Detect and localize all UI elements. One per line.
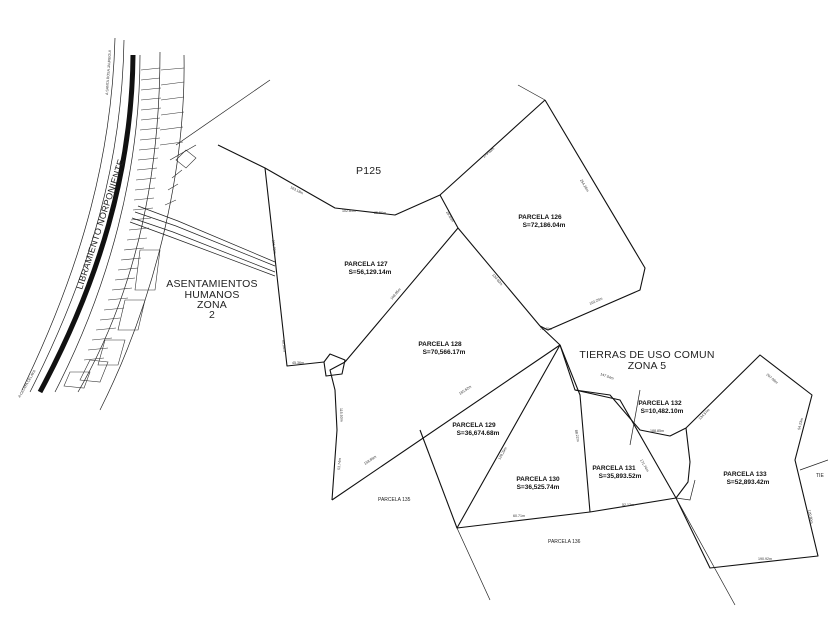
parcel-126-area: S=72,186.04m — [523, 222, 566, 229]
dim-label: 54.23m — [797, 418, 804, 431]
parcel-132-area: S=10,482.10m — [641, 408, 684, 415]
dim-label: 163.18m — [290, 185, 304, 195]
dim-label: 108.85m — [390, 287, 402, 300]
asentamientos-label-line2: HUMANOS — [184, 289, 239, 301]
dim-label: 78.40m — [540, 327, 552, 331]
parcel-128-area: S=70,566.17m — [423, 349, 466, 356]
tierras-label-line2: ZONA 5 — [628, 360, 667, 372]
dim-label: 85.56m — [374, 211, 386, 215]
parcel-133-name: PARCELA 133 — [723, 471, 767, 478]
dim-label: 88.22m — [574, 429, 580, 442]
dim-label: 45.36m — [292, 361, 304, 365]
parcel-130-area: S=36,525.74m — [517, 484, 560, 491]
dim-label: 102.25m — [589, 297, 603, 306]
parcela-135-label: PARCELA 135 — [378, 497, 411, 503]
parcel-130-name: PARCELA 130 — [516, 476, 560, 483]
dim-label: 147.04m — [600, 372, 615, 381]
dim-label: 171.74m — [639, 459, 649, 473]
parcel-133-area: S=52,893.42m — [727, 479, 770, 486]
dim-label: 115.50m — [339, 408, 343, 422]
p125-label: P125 — [356, 165, 381, 177]
dim-label: 190.92m — [758, 557, 772, 561]
dim-label: 179.60m — [482, 147, 495, 159]
urban-lot-grid — [63, 67, 197, 389]
parcel-127-name: PARCELA 127 — [344, 261, 388, 268]
parcela-136-label: PARCELA 136 — [548, 539, 581, 545]
asentamientos-label-line3: ZONA — [197, 299, 227, 311]
zone-labels: LIBRAMIENTO NORPONIENTE A SANTA ROSA JAU… — [17, 50, 824, 545]
parcel-129-area: S=36,674.68m — [457, 430, 500, 437]
highway-corridor — [21, 37, 276, 411]
parcel-boundaries — [217, 84, 828, 606]
parcel-131-area: S=35,893.52m — [599, 473, 642, 480]
dim-label: 53.74m — [337, 458, 342, 470]
dim-label: 221.92m — [271, 240, 277, 254]
dim-label: 52.13m — [622, 503, 634, 507]
dim-label: 60.71m — [513, 514, 525, 518]
parcel-127-area: S=56,129.14m — [349, 269, 392, 276]
dim-label: 188.85m — [650, 429, 664, 433]
parcel-131-name: PARCELA 131 — [592, 465, 636, 472]
dim-label: 28.85m — [445, 211, 454, 223]
dim-label: 165.62m — [458, 385, 472, 396]
parcel-labels: PARCELA 127 S=56,129.14m PARCELA 126 S=7… — [344, 214, 769, 491]
dim-label: 120.80m — [807, 509, 814, 524]
parcel-129-name: PARCELA 129 — [452, 422, 496, 429]
dim-label: 254.26m — [579, 179, 589, 193]
dim-label: 128.29m — [497, 446, 507, 460]
road-direction-top: A SANTA ROSA JAUREGUI — [105, 50, 112, 95]
tierras-label-line1: TIERRAS DE USO COMUN — [579, 349, 714, 361]
dim-label: 102.81m — [342, 209, 356, 213]
asentamientos-label-line4: 2 — [209, 309, 215, 321]
parcel-132-name: PARCELA 132 — [638, 400, 682, 407]
dim-label: 99.98m — [281, 340, 286, 352]
parcel-128-name: PARCELA 128 — [418, 341, 462, 348]
asentamientos-label-line1: ASENTAMIENTOS — [166, 278, 257, 290]
road-label: LIBRAMIENTO NORPONIENTE — [74, 158, 126, 291]
edge-cut-label: TIE — [816, 473, 824, 479]
parcel-126-name: PARCELA 126 — [518, 214, 562, 221]
dim-label: 158.86m — [363, 455, 377, 466]
dim-label: 207.08m — [765, 373, 778, 385]
